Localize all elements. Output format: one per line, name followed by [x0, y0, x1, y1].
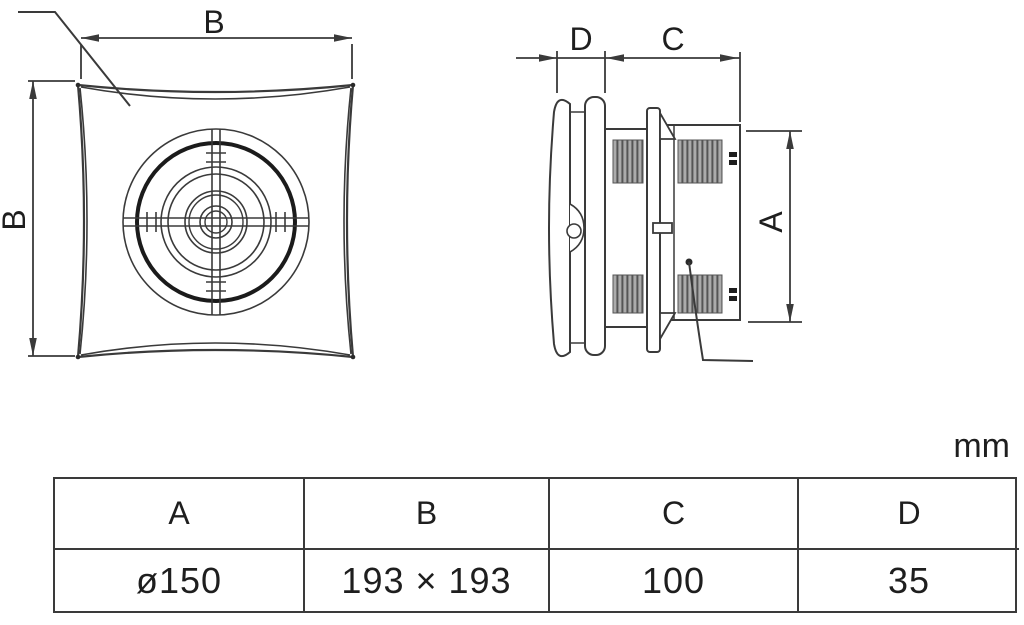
- side-view: [547, 96, 754, 362]
- front-cover-inner-edge-top: [80, 86, 351, 100]
- front-cover-inner-edge-bottom: [80, 342, 351, 356]
- dim-side-diameter: [746, 130, 802, 323]
- duct-rib-left-top: [612, 139, 644, 184]
- front-cover-inner-edge-right: [343, 87, 352, 355]
- dim-front-width: [80, 34, 353, 79]
- leader-line-front: [18, 11, 131, 107]
- table-value-c: 100: [550, 550, 799, 611]
- unit-label: mm: [953, 427, 1010, 465]
- dim-label-front-width: B: [203, 4, 224, 40]
- mounting-plate: [584, 96, 606, 356]
- flange-tab: [652, 222, 673, 234]
- grille-spokes: [123, 129, 309, 315]
- duct-notches: [729, 152, 737, 301]
- cover-hub-circle: [566, 223, 582, 239]
- front-cover-outline: [76, 83, 355, 359]
- front-dimensions: [28, 34, 353, 357]
- duct-rib-right-top: [677, 139, 723, 184]
- duct-rib-right-bottom: [677, 274, 723, 314]
- leader-line-side: [688, 261, 754, 362]
- dim-front-height: [28, 80, 75, 357]
- corner-marks: [75, 82, 356, 360]
- dimension-table: A B C D ø150 193 × 193 100 35: [53, 477, 1019, 613]
- table-value-d: 35: [887, 559, 931, 601]
- table-header-d: D: [799, 479, 1019, 550]
- dim-side-depth: [516, 51, 606, 93]
- dim-label-side-diameter: A: [753, 211, 789, 233]
- dim-label-front-height: B: [0, 209, 32, 230]
- technical-drawing-canvas: B B: [0, 4, 802, 362]
- front-cover-inner-edge-left: [79, 87, 88, 355]
- dim-side-duct-length: [605, 52, 741, 122]
- table-header-b: B: [305, 479, 550, 550]
- clip-top: [659, 109, 677, 140]
- dim-label-side-duct: C: [661, 21, 684, 57]
- duct-rib-left-bottom: [612, 274, 644, 314]
- table-header-a: A: [55, 479, 305, 550]
- front-view: [18, 11, 356, 360]
- clip-bottom: [659, 312, 677, 343]
- table-value-a: ø150: [55, 550, 305, 611]
- grille: [122, 128, 310, 316]
- dim-label-side-depth: D: [569, 21, 592, 57]
- side-dimensions: [516, 51, 802, 323]
- table-header-c: C: [550, 479, 799, 550]
- cover-profile: [547, 98, 571, 358]
- table-value-b: 193 × 193: [305, 550, 550, 611]
